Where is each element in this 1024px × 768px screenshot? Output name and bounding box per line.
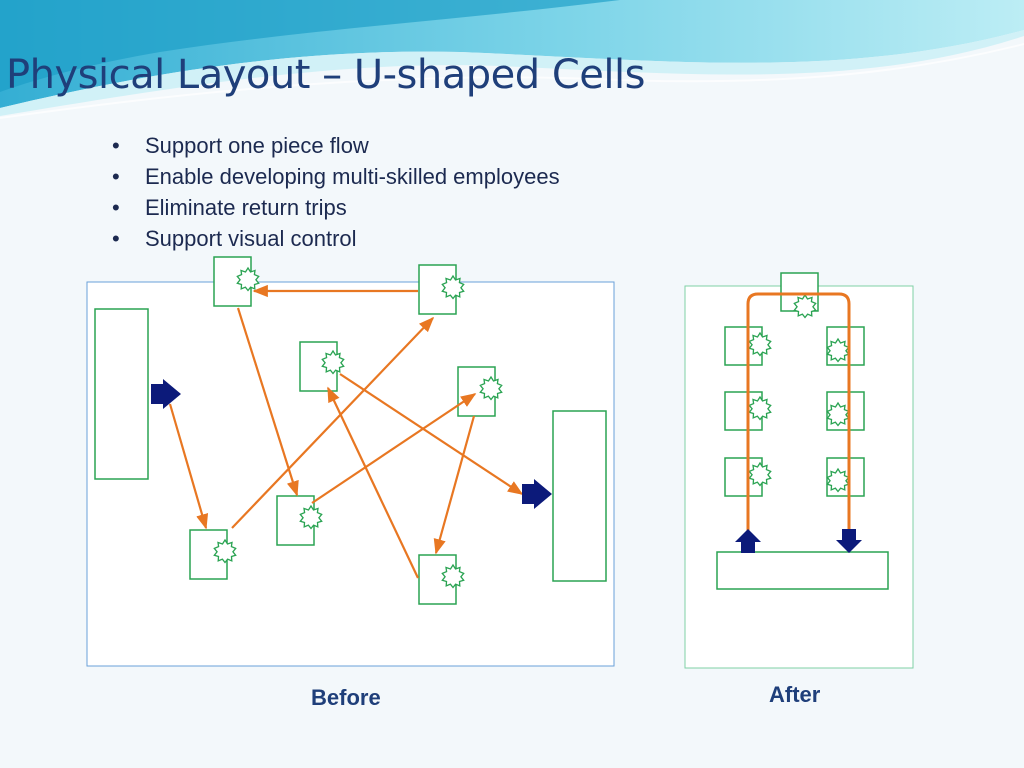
bullet-item: •Support visual control	[112, 226, 357, 251]
slide-title: Physical Layout – U-shaped Cells	[6, 52, 645, 98]
output-arrow-icon	[522, 479, 552, 509]
input-arrow-icon	[151, 379, 181, 409]
before-label: Before	[311, 685, 381, 710]
workstation	[213, 256, 260, 307]
material-flow-arrows	[168, 284, 524, 579]
bullet-item: •Enable developing multi-skilled employe…	[112, 164, 560, 189]
after-label: After	[769, 682, 821, 707]
bullet-list: •Support one piece flow •Enable developi…	[112, 130, 560, 254]
u-shaped-flow-path	[746, 292, 851, 532]
up-arrow-icon	[735, 529, 761, 553]
storage-area	[716, 551, 889, 590]
before-panel	[86, 256, 615, 667]
bullet-text: Support visual control	[145, 226, 357, 251]
output-storage-area	[552, 410, 607, 582]
workstation	[826, 326, 865, 366]
workstation	[780, 272, 819, 319]
bullet-text: Support one piece flow	[145, 133, 369, 158]
bullet-item: •Support one piece flow	[112, 133, 369, 158]
input-storage-area	[94, 308, 149, 480]
workstation	[299, 341, 345, 392]
after-panel	[684, 272, 914, 669]
bullet-text: Enable developing multi-skilled employee…	[145, 164, 560, 189]
workstation	[724, 391, 772, 431]
workstation	[724, 326, 772, 366]
bullet-text: Eliminate return trips	[145, 195, 347, 220]
workstation	[826, 457, 865, 497]
down-arrow-icon	[836, 529, 862, 553]
bullet-item: •Eliminate return trips	[112, 195, 347, 220]
workstation	[418, 554, 465, 605]
workstation	[276, 495, 323, 546]
workstation	[418, 264, 465, 315]
workstation	[826, 391, 865, 431]
workstation	[724, 457, 772, 497]
workstation	[457, 366, 503, 417]
workstation	[189, 529, 237, 580]
